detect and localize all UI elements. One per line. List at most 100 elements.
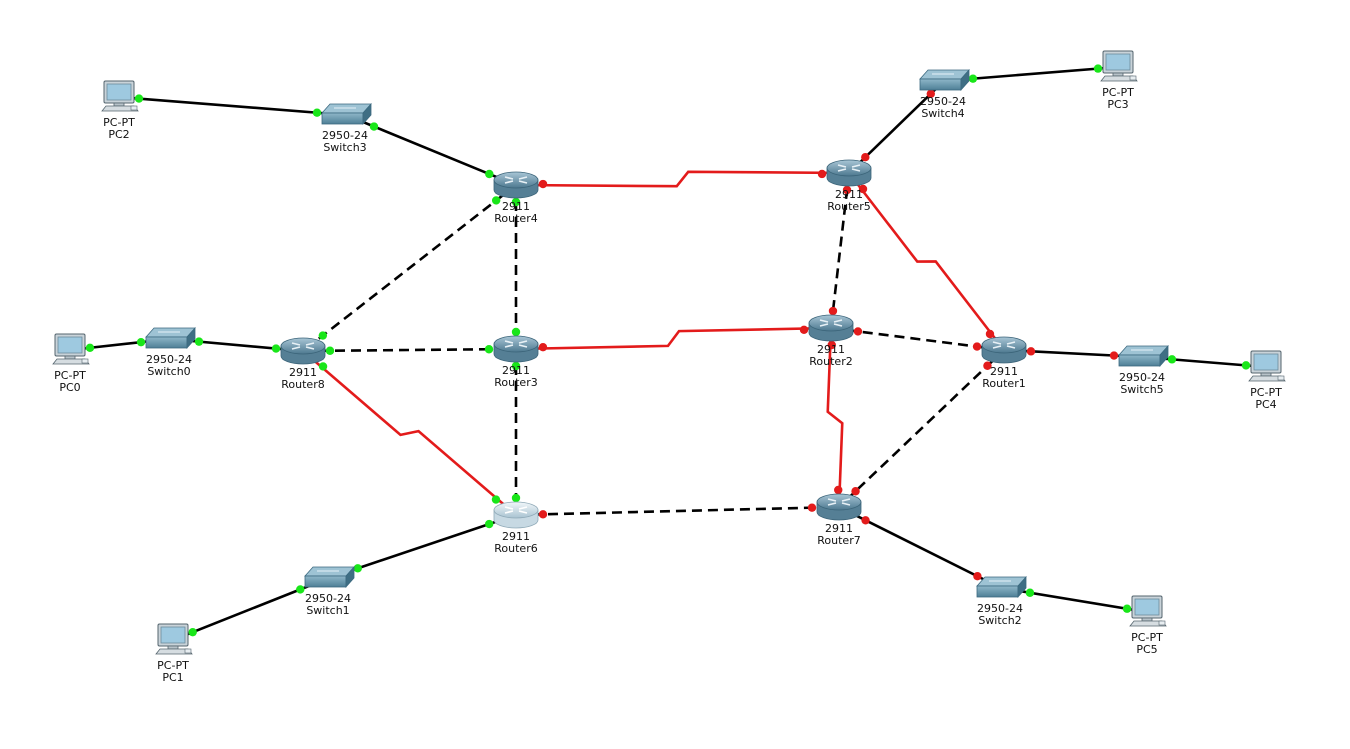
- pc-icon: [52, 333, 90, 365]
- port-light-router3-to-router6: [511, 361, 521, 371]
- port-light-switch3-to-pc2: [312, 108, 322, 117]
- device-model-label: 2911: [835, 188, 863, 201]
- port-light-router4-to-switch3: [485, 169, 494, 179]
- device-name-label: PC1: [162, 671, 183, 684]
- port-light-router6-to-router8: [491, 495, 501, 504]
- port-light-pc4-to-switch5: [1241, 361, 1251, 370]
- link-router8-router6-serial[interactable]: [302, 350, 517, 516]
- link-router6-router7-crossover[interactable]: [515, 505, 840, 517]
- port-light-switch4-to-pc3: [968, 74, 978, 83]
- router-icon: [280, 337, 326, 365]
- port-light-router1-to-router7: [983, 361, 992, 370]
- link-router1-router7-crossover[interactable]: [838, 349, 1005, 508]
- port-light-router1-to-switch5: [1026, 347, 1036, 356]
- device-name-label: PC4: [1255, 398, 1276, 411]
- port-light-router6-to-router7: [538, 510, 548, 519]
- device-name-label: Router4: [494, 212, 537, 225]
- port-light-router8-to-router4: [318, 331, 328, 340]
- device-model-label: PC-PT: [1102, 86, 1134, 99]
- pc-icon: [1129, 595, 1167, 627]
- link-pc2-switch3-straight[interactable]: [118, 95, 347, 117]
- device-model-label: PC-PT: [1250, 386, 1282, 399]
- switch-icon: [304, 565, 355, 589]
- switch-icon: [976, 575, 1027, 599]
- device-model-label: 2911: [502, 530, 530, 543]
- port-light-switch2-to-pc5: [1025, 588, 1035, 597]
- port-light-router1-to-router2: [972, 342, 982, 351]
- router-icon: [493, 501, 539, 529]
- device-model-label: 2911: [502, 200, 530, 213]
- link-router4-router5-serial[interactable]: [515, 170, 850, 188]
- device-name-label: Switch4: [921, 107, 964, 120]
- device-name-label: Switch2: [978, 614, 1021, 627]
- device-name-label: Switch1: [306, 604, 349, 617]
- switch-icon: [145, 326, 196, 350]
- port-light-router5-to-router4: [817, 169, 827, 179]
- port-light-router5-to-router1: [858, 184, 868, 194]
- router-icon: [493, 171, 539, 199]
- link-router2-router7-serial[interactable]: [826, 327, 844, 508]
- device-model-label: 2911: [817, 343, 845, 356]
- port-light-router4-to-router3: [511, 197, 521, 207]
- port-light-switch0-to-pc0: [136, 337, 146, 347]
- link-router3-router2-serial[interactable]: [515, 326, 832, 351]
- port-light-router2-to-router5: [828, 306, 838, 316]
- port-light-router3-to-router2: [538, 343, 548, 352]
- port-light-router8-to-switch0: [271, 344, 281, 353]
- link-router5-router1-serial[interactable]: [847, 172, 1006, 351]
- device-model-label: PC-PT: [54, 369, 86, 382]
- device-name-label: Router2: [809, 355, 852, 368]
- device-model-label: 2911: [289, 366, 317, 379]
- link-switch2-pc5-straight[interactable]: [1000, 586, 1148, 614]
- port-light-router2-to-router7: [827, 340, 836, 350]
- port-light-router5-to-switch4: [861, 153, 870, 162]
- link-router8-router3-crossover[interactable]: [302, 347, 517, 353]
- device-model-label: 2911: [502, 364, 530, 377]
- device-model-label: 2911: [825, 522, 853, 535]
- link-router5-router2-crossover[interactable]: [829, 172, 851, 329]
- device-name-label: Router5: [827, 200, 870, 213]
- port-light-router5-to-router2: [842, 185, 852, 195]
- port-light-router1-to-router5: [985, 329, 995, 339]
- port-light-router2-to-router1: [853, 327, 863, 336]
- port-light-router6-to-router3: [511, 493, 521, 503]
- port-light-switch5-to-pc4: [1167, 355, 1177, 364]
- device-model-label: PC-PT: [157, 659, 189, 672]
- port-light-pc0-to-switch0: [85, 343, 95, 353]
- port-light-router4-to-router5: [538, 179, 548, 189]
- device-model-label: 2950-24: [322, 129, 368, 142]
- port-light-switch3-to-router4: [369, 122, 379, 131]
- port-light-pc1-to-switch1: [188, 627, 197, 637]
- link-router4-router8-crossover[interactable]: [302, 183, 517, 353]
- device-name-label: Switch5: [1120, 383, 1163, 396]
- port-light-router2-to-router3: [799, 325, 809, 334]
- router-icon: [808, 314, 854, 342]
- ports-layer: [85, 64, 1251, 637]
- device-model-label: 2950-24: [920, 95, 966, 108]
- device-name-label: Router8: [281, 378, 324, 391]
- device-name-label: Router6: [494, 542, 537, 555]
- port-light-switch4-to-router5: [926, 89, 936, 98]
- device-model-label: 2911: [990, 365, 1018, 378]
